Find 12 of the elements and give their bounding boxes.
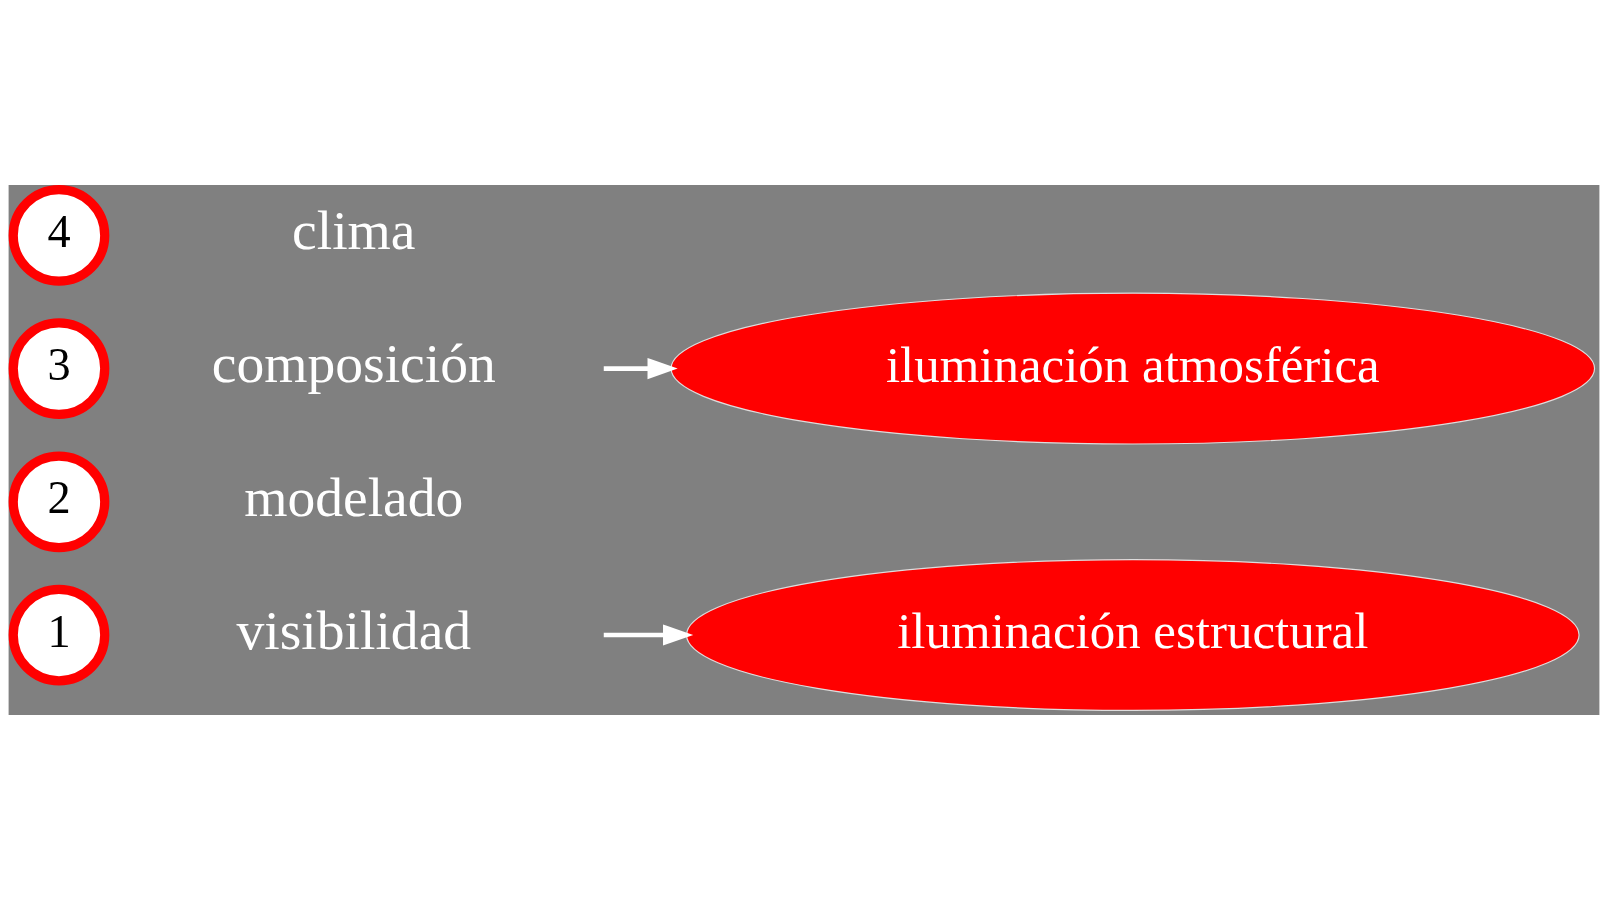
arrow	[603, 624, 694, 646]
arrow	[603, 358, 678, 380]
node-label: composición	[211, 332, 496, 395]
node-label: clima	[292, 199, 416, 262]
node-circle: 4	[8, 185, 110, 286]
node-circle: 2	[8, 451, 110, 553]
node-ellipse: iluminación atmosférica	[670, 292, 1596, 445]
node-label: modelado	[244, 465, 464, 528]
node-label: visibilidad	[236, 598, 472, 661]
node-circle: 3	[8, 318, 110, 419]
node-circle: 1	[8, 584, 110, 686]
node-ellipse: iluminación estructural	[685, 559, 1580, 712]
